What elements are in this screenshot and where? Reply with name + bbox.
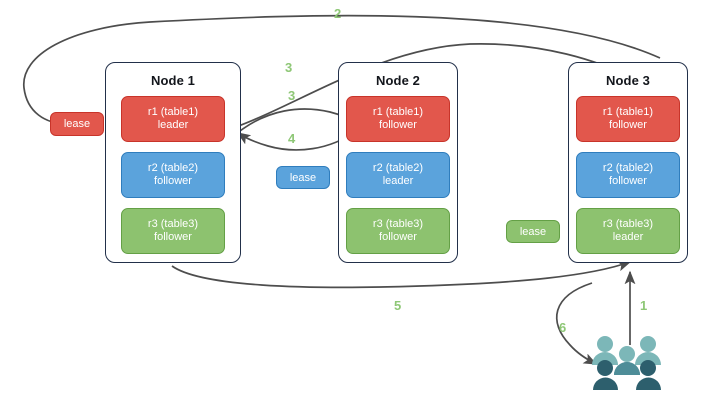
- node1-replica-r2-role: follower: [154, 175, 192, 187]
- lease-chip-table3[interactable]: lease: [506, 220, 560, 243]
- node1-replica-r1[interactable]: r1 (table1) leader: [121, 96, 225, 142]
- node3-replica-r3-role: leader: [612, 231, 644, 243]
- step-label-3-upper: 3: [285, 60, 293, 75]
- node3-replica-r2-name: r2 (table2): [602, 161, 654, 174]
- node1-title: Node 1: [151, 73, 195, 88]
- node2-replica-r2-role: leader: [382, 175, 414, 187]
- node-box-node1[interactable]: Node 1 r1 (table1) leader r2 (table2) fo…: [105, 62, 241, 263]
- arrow-step-4: [236, 130, 357, 151]
- node3-replica-r1-name: r1 (table1): [602, 105, 654, 118]
- lease-chip-table1[interactable]: lease: [50, 112, 104, 136]
- lease-chip-table2[interactable]: lease: [276, 166, 330, 189]
- node2-replica-r2[interactable]: r2 (table2) leader: [346, 152, 450, 198]
- node1-replica-r2[interactable]: r2 (table2) follower: [121, 152, 225, 198]
- node2-replica-r2-name: r2 (table2): [372, 161, 424, 174]
- node2-replica-r3-role: follower: [379, 231, 417, 243]
- node3-replica-r2[interactable]: r2 (table2) follower: [576, 152, 680, 198]
- node2-replica-r3[interactable]: r3 (table3) follower: [346, 208, 450, 254]
- step-label-1: 1: [640, 298, 648, 313]
- node1-replica-r1-name: r1 (table1): [147, 105, 199, 118]
- node2-replica-r1[interactable]: r1 (table1) follower: [346, 96, 450, 142]
- node1-replica-r3-name: r3 (table3): [147, 217, 199, 230]
- step-label-2: 2: [334, 6, 342, 21]
- node3-replica-r3-name: r3 (table3): [602, 217, 654, 230]
- step-label-3-lower: 3: [288, 88, 296, 103]
- node1-replica-r3[interactable]: r3 (table3) follower: [121, 208, 225, 254]
- node3-replica-r2-role: follower: [609, 175, 647, 187]
- node3-replica-r1[interactable]: r1 (table1) follower: [576, 96, 680, 142]
- step-label-6: 6: [559, 320, 567, 335]
- arrow-step-2: [23, 14, 661, 130]
- node2-title: Node 2: [376, 73, 420, 88]
- node2-replica-r1-role: follower: [379, 119, 417, 131]
- node-box-node2[interactable]: Node 2 r1 (table1) follower r2 (table2) …: [338, 62, 458, 263]
- arrow-step-6: [555, 282, 598, 365]
- node-box-node3[interactable]: Node 3 r1 (table1) follower r2 (table2) …: [568, 62, 688, 263]
- node1-replica-r3-role: follower: [154, 231, 192, 243]
- step-label-5: 5: [394, 298, 402, 313]
- node2-replica-r3-name: r3 (table3): [372, 217, 424, 230]
- node1-replica-r1-role: leader: [157, 119, 189, 131]
- users-icon: [592, 336, 661, 390]
- node3-replica-r3[interactable]: r3 (table3) leader: [576, 208, 680, 254]
- node1-replica-r2-name: r2 (table2): [147, 161, 199, 174]
- arrow-step-5: [171, 260, 632, 289]
- node3-replica-r1-role: follower: [609, 119, 647, 131]
- node3-title: Node 3: [606, 73, 650, 88]
- node2-replica-r1-name: r1 (table1): [372, 105, 424, 118]
- step-label-4: 4: [288, 131, 296, 146]
